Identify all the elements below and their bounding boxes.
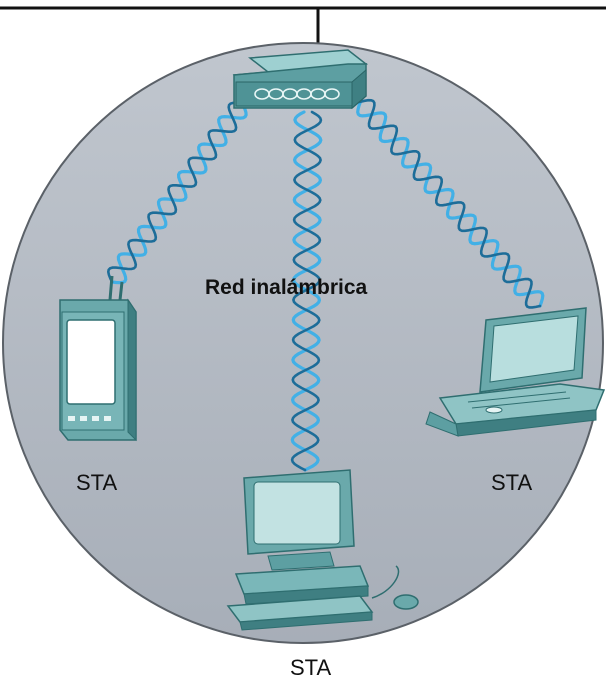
wireless-link-desktop (290, 110, 323, 472)
desktop-computer-icon[interactable] (226, 469, 419, 631)
helix-strand (110, 88, 248, 285)
station-label-pda: STA (76, 470, 118, 495)
wireless-link-laptop (345, 85, 545, 309)
wireless-links (106, 85, 545, 472)
helix-strand (356, 85, 545, 308)
pda-icon[interactable] (59, 275, 137, 442)
helix-strand (106, 100, 258, 284)
station-label-desktop: STA (290, 655, 332, 680)
station-label-laptop: STA (491, 470, 533, 495)
helix-strand (345, 96, 542, 309)
wireless-network-label: Red inalámbrica (205, 276, 368, 299)
helix-strand (290, 110, 323, 472)
wireless-link-pda (106, 88, 258, 285)
access-point-icon[interactable] (232, 49, 368, 110)
laptop-icon[interactable] (425, 307, 606, 437)
